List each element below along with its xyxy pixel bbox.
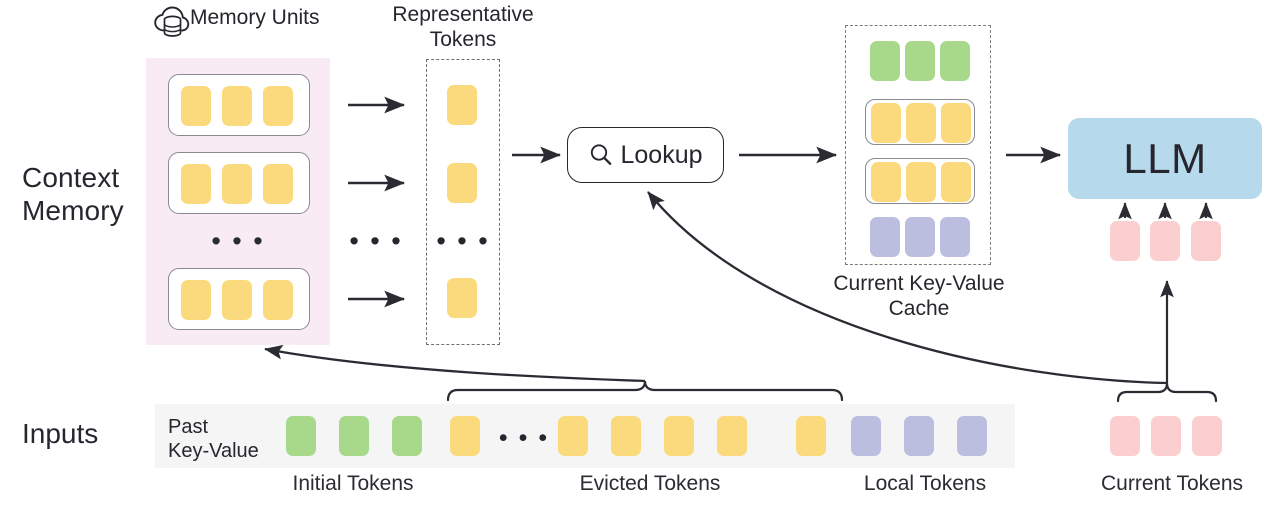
evicted-tokens-group-label: Evicted Tokens — [579, 472, 721, 495]
kv-token — [906, 162, 936, 202]
representative-token — [447, 163, 477, 203]
kv-token — [906, 103, 936, 143]
input-token-local — [851, 416, 881, 456]
input-token-evicted — [796, 416, 826, 456]
memory-token — [222, 86, 252, 126]
memory-token — [181, 86, 211, 126]
memory-units-heading: Memory Units — [190, 6, 320, 29]
kv-cache-row-retrieved — [865, 99, 975, 145]
memory-unit[interactable] — [168, 152, 310, 214]
input-token-evicted — [558, 416, 588, 456]
kv-token — [940, 41, 970, 81]
kv-token — [870, 41, 900, 81]
lookup-button[interactable]: Lookup — [567, 127, 724, 183]
current-tokens-brace — [1116, 382, 1218, 403]
representative-tokens-heading: Representative Tokens — [392, 3, 534, 51]
current-tokens-group-label: Current Tokens — [1100, 472, 1244, 495]
input-token-evicted — [664, 416, 694, 456]
input-token-initial — [286, 416, 316, 456]
memory-token — [263, 86, 293, 126]
magnifier-icon — [588, 142, 614, 168]
representative-token — [447, 278, 477, 318]
past-key-value-label: Past Key-Value — [168, 416, 259, 463]
kv-token — [941, 162, 971, 202]
memory-token — [181, 164, 211, 204]
kv-token — [941, 103, 971, 143]
memory-unit[interactable] — [168, 74, 310, 136]
inputs-ellipsis: • • • — [498, 424, 550, 452]
input-token-local — [957, 416, 987, 456]
llm-label: LLM — [1123, 134, 1207, 182]
context-memory-row-label: Context Memory — [22, 162, 124, 227]
initial-tokens-group-label: Initial Tokens — [292, 472, 414, 495]
memory-token — [222, 280, 252, 320]
input-token-local — [904, 416, 934, 456]
kv-cache-row-retrieved — [865, 158, 975, 204]
kv-token — [905, 41, 935, 81]
input-token-current — [1151, 416, 1181, 456]
current-kv-cache-caption: Current Key-Value Cache — [833, 272, 1005, 320]
kv-cache-row-initial — [865, 38, 975, 84]
kv-token — [940, 217, 970, 257]
memory-token — [181, 280, 211, 320]
memory-to-representative-arrows — [348, 96, 406, 308]
kv-token — [871, 162, 901, 202]
input-token-initial — [339, 416, 369, 456]
current-tokens-to-llm-arrows — [1118, 202, 1213, 220]
kv-cache-row-local — [865, 214, 975, 260]
cloud-database-icon — [152, 2, 192, 42]
arrows-ellipsis: • • • — [349, 226, 403, 256]
lookup-label: Lookup — [620, 140, 703, 169]
inputs-row-label: Inputs — [22, 418, 99, 449]
current-kv-cache-box — [845, 25, 991, 265]
representative-tokens-ellipsis: • • • — [436, 226, 490, 256]
representative-token — [447, 85, 477, 125]
local-tokens-group-label: Local Tokens — [863, 472, 987, 495]
memory-unit[interactable] — [168, 268, 310, 330]
input-token-evicted — [611, 416, 641, 456]
input-token-current — [1110, 416, 1140, 456]
llm-input-token — [1110, 221, 1140, 261]
kv-token — [871, 103, 901, 143]
memory-token — [263, 164, 293, 204]
llm-input-token — [1150, 221, 1180, 261]
input-token-current — [1192, 416, 1222, 456]
memory-token — [263, 280, 293, 320]
evicted-tokens-brace — [446, 380, 844, 402]
memory-token — [222, 164, 252, 204]
input-token-evicted — [450, 416, 480, 456]
evicted-to-context-memory-arrow — [264, 344, 646, 383]
input-token-evicted — [717, 416, 747, 456]
llm-box[interactable]: LLM — [1068, 118, 1262, 199]
memory-units-ellipsis: • • • — [211, 226, 265, 256]
llm-input-token — [1191, 221, 1221, 261]
kv-token — [905, 217, 935, 257]
input-token-initial — [392, 416, 422, 456]
representative-tokens-box — [426, 59, 500, 345]
kv-token — [870, 217, 900, 257]
